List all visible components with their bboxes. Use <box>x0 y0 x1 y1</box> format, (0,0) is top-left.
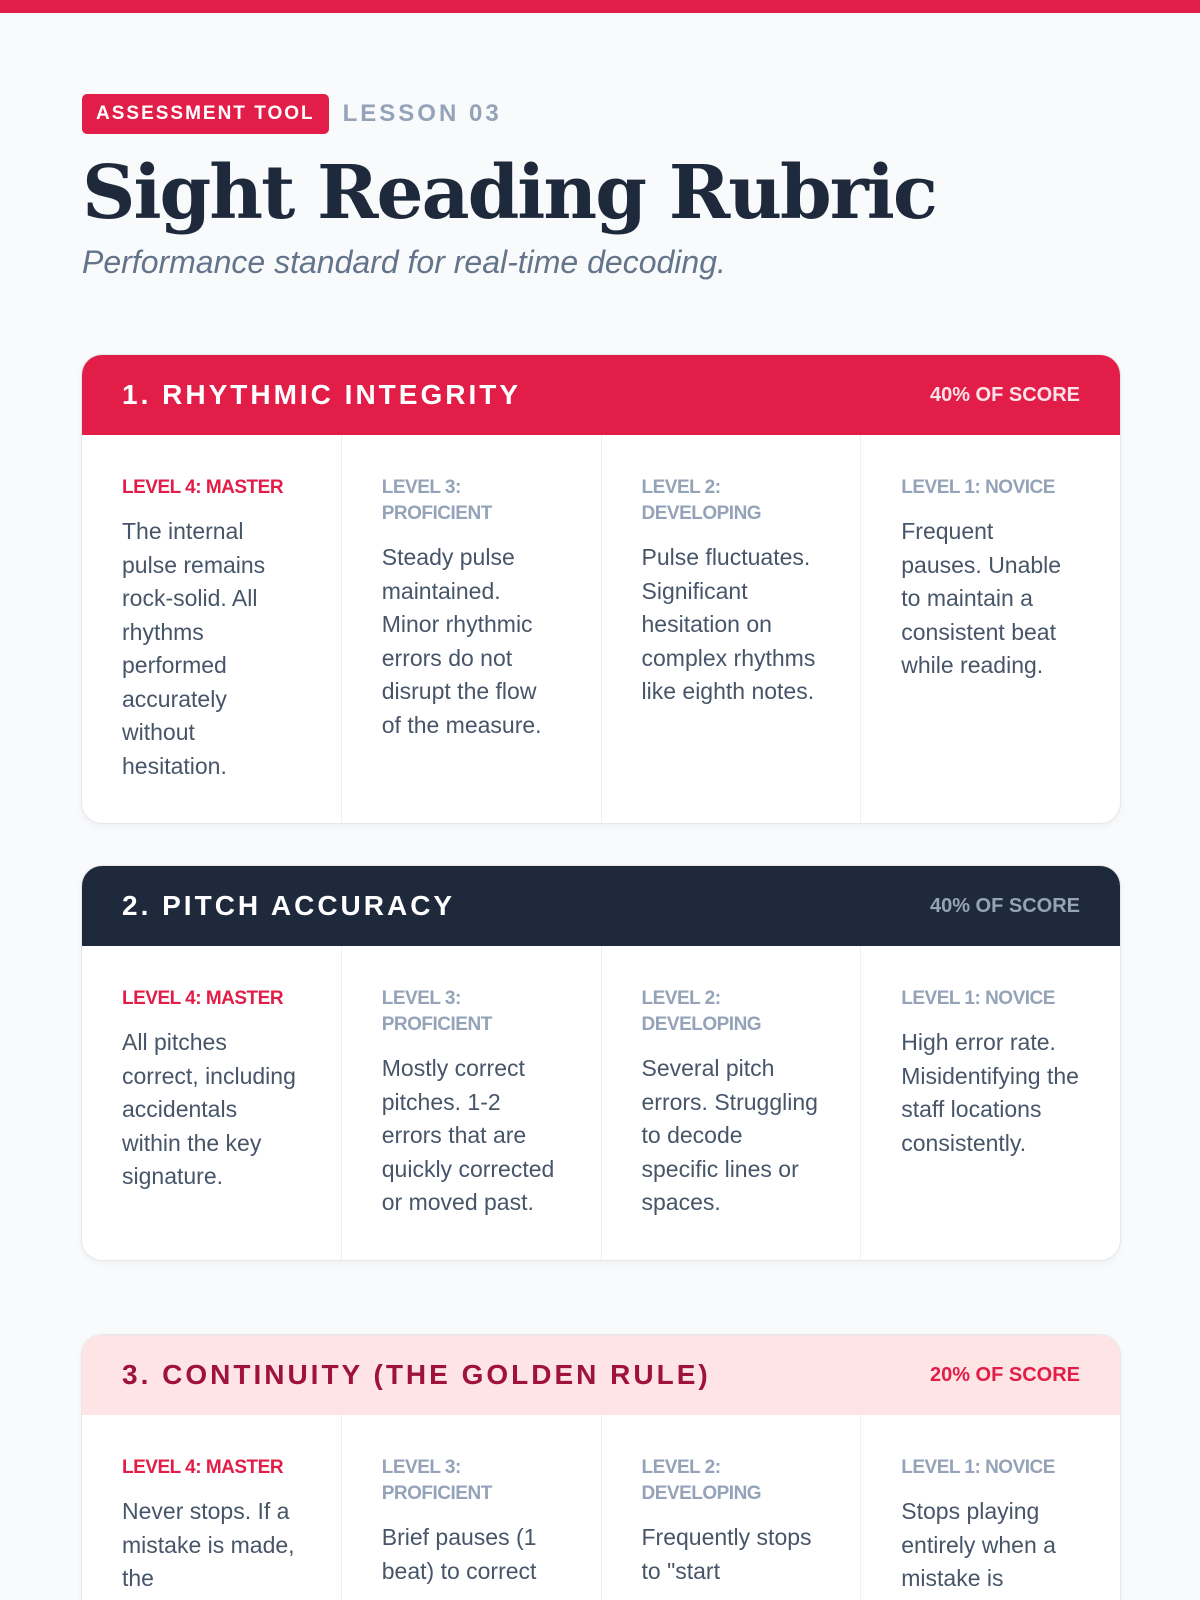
level-cell: LEVEL 3: PROFICIENT Steady pulse maintai… <box>340 435 601 823</box>
level-description: Never stops. If a mistake is made, the <box>122 1498 295 1591</box>
level-label: LEVEL 2: DEVELOPING <box>641 1457 762 1504</box>
level-description: Brief pauses (1 beat) to correct <box>381 1524 537 1584</box>
lesson-number: LESSON 03 <box>342 100 502 127</box>
level-description: Stops playing entirely when a mistake is <box>901 1498 1056 1591</box>
level-description: Steady pulse maintained. Minor rhythmic … <box>381 544 542 738</box>
section-title: 2. PITCH ACCURACY <box>122 890 456 921</box>
level-label: LEVEL 2: DEVELOPING <box>641 988 762 1035</box>
section-weight: 40% OF SCORE <box>929 383 1080 406</box>
level-description: Pulse fluctuates. Significant hesitation… <box>641 544 816 704</box>
level-cell: LEVEL 3: PROFICIENT Mostly correct pitch… <box>340 946 601 1260</box>
level-label: LEVEL 1: NOVICE <box>901 988 1055 1009</box>
level-label: LEVEL 3: PROFICIENT <box>381 1457 493 1504</box>
level-description: Mostly correct pitches. 1-2 errors that … <box>381 1055 555 1215</box>
section-title: 1. RHYTHMIC INTEGRITY <box>122 379 522 410</box>
rubric-section: 2. PITCH ACCURACY 40% OF SCORE LEVEL 4: … <box>82 866 1120 1260</box>
level-cell: LEVEL 1: NOVICE Stops playing entirely w… <box>860 1415 1120 1600</box>
page-title: Sight Reading Rubric <box>82 150 938 236</box>
level-cell: LEVEL 4: MASTER Never stops. If a mistak… <box>82 1415 341 1600</box>
section-header: 3. CONTINUITY (THE GOLDEN RULE) 20% OF S… <box>82 1335 1120 1415</box>
level-label: LEVEL 4: MASTER <box>122 477 284 498</box>
level-description: High error rate. Misidentifying the staf… <box>901 1029 1079 1156</box>
section-header: 2. PITCH ACCURACY 40% OF SCORE <box>82 866 1120 946</box>
assessment-badge: ASSESSMENT TOOL <box>82 94 329 134</box>
section-weight: 20% OF SCORE <box>929 1363 1080 1386</box>
level-cell: LEVEL 4: MASTER All pitches correct, inc… <box>82 946 341 1260</box>
level-description: Frequently stops to "start <box>641 1524 812 1584</box>
level-cell: LEVEL 2: DEVELOPING Pulse fluctuates. Si… <box>600 435 861 823</box>
level-label: LEVEL 4: MASTER <box>122 1457 284 1478</box>
level-cell: LEVEL 1: NOVICE Frequent pauses. Unable … <box>860 435 1120 823</box>
section-title: 3. CONTINUITY (THE GOLDEN RULE) <box>122 1359 711 1390</box>
level-label: LEVEL 3: PROFICIENT <box>381 988 493 1035</box>
rubric-section: 3. CONTINUITY (THE GOLDEN RULE) 20% OF S… <box>82 1335 1120 1600</box>
level-cell: LEVEL 1: NOVICE High error rate. Misiden… <box>860 946 1120 1260</box>
level-description: Frequent pauses. Unable to maintain a co… <box>901 518 1062 678</box>
section-weight: 40% OF SCORE <box>929 894 1080 917</box>
page-subtitle: Performance standard for real-time decod… <box>82 244 726 280</box>
level-label: LEVEL 1: NOVICE <box>901 477 1055 498</box>
page-header: ASSESSMENT TOOL LESSON 03 Sight Reading … <box>82 94 1120 281</box>
level-cell: LEVEL 2: DEVELOPING Several pitch errors… <box>600 946 861 1260</box>
level-label: LEVEL 2: DEVELOPING <box>641 477 762 524</box>
top-accent-bar <box>0 0 1200 13</box>
level-cell: LEVEL 3: PROFICIENT Brief pauses (1 beat… <box>340 1415 601 1600</box>
section-header: 1. RHYTHMIC INTEGRITY 40% OF SCORE <box>82 355 1120 435</box>
level-label: LEVEL 4: MASTER <box>122 988 284 1009</box>
level-label: LEVEL 3: PROFICIENT <box>381 477 493 524</box>
level-cell: LEVEL 4: MASTER The internal pulse remai… <box>82 435 341 823</box>
level-description: All pitches correct, including accidenta… <box>122 1029 296 1189</box>
rubric-section: 1. RHYTHMIC INTEGRITY 40% OF SCORE LEVEL… <box>82 355 1120 823</box>
level-cell: LEVEL 2: DEVELOPING Frequently stops to … <box>600 1415 861 1600</box>
level-description: The internal pulse remains rock-solid. A… <box>122 518 266 779</box>
level-label: LEVEL 1: NOVICE <box>901 1457 1055 1478</box>
level-description: Several pitch errors. Struggling to deco… <box>641 1055 818 1215</box>
